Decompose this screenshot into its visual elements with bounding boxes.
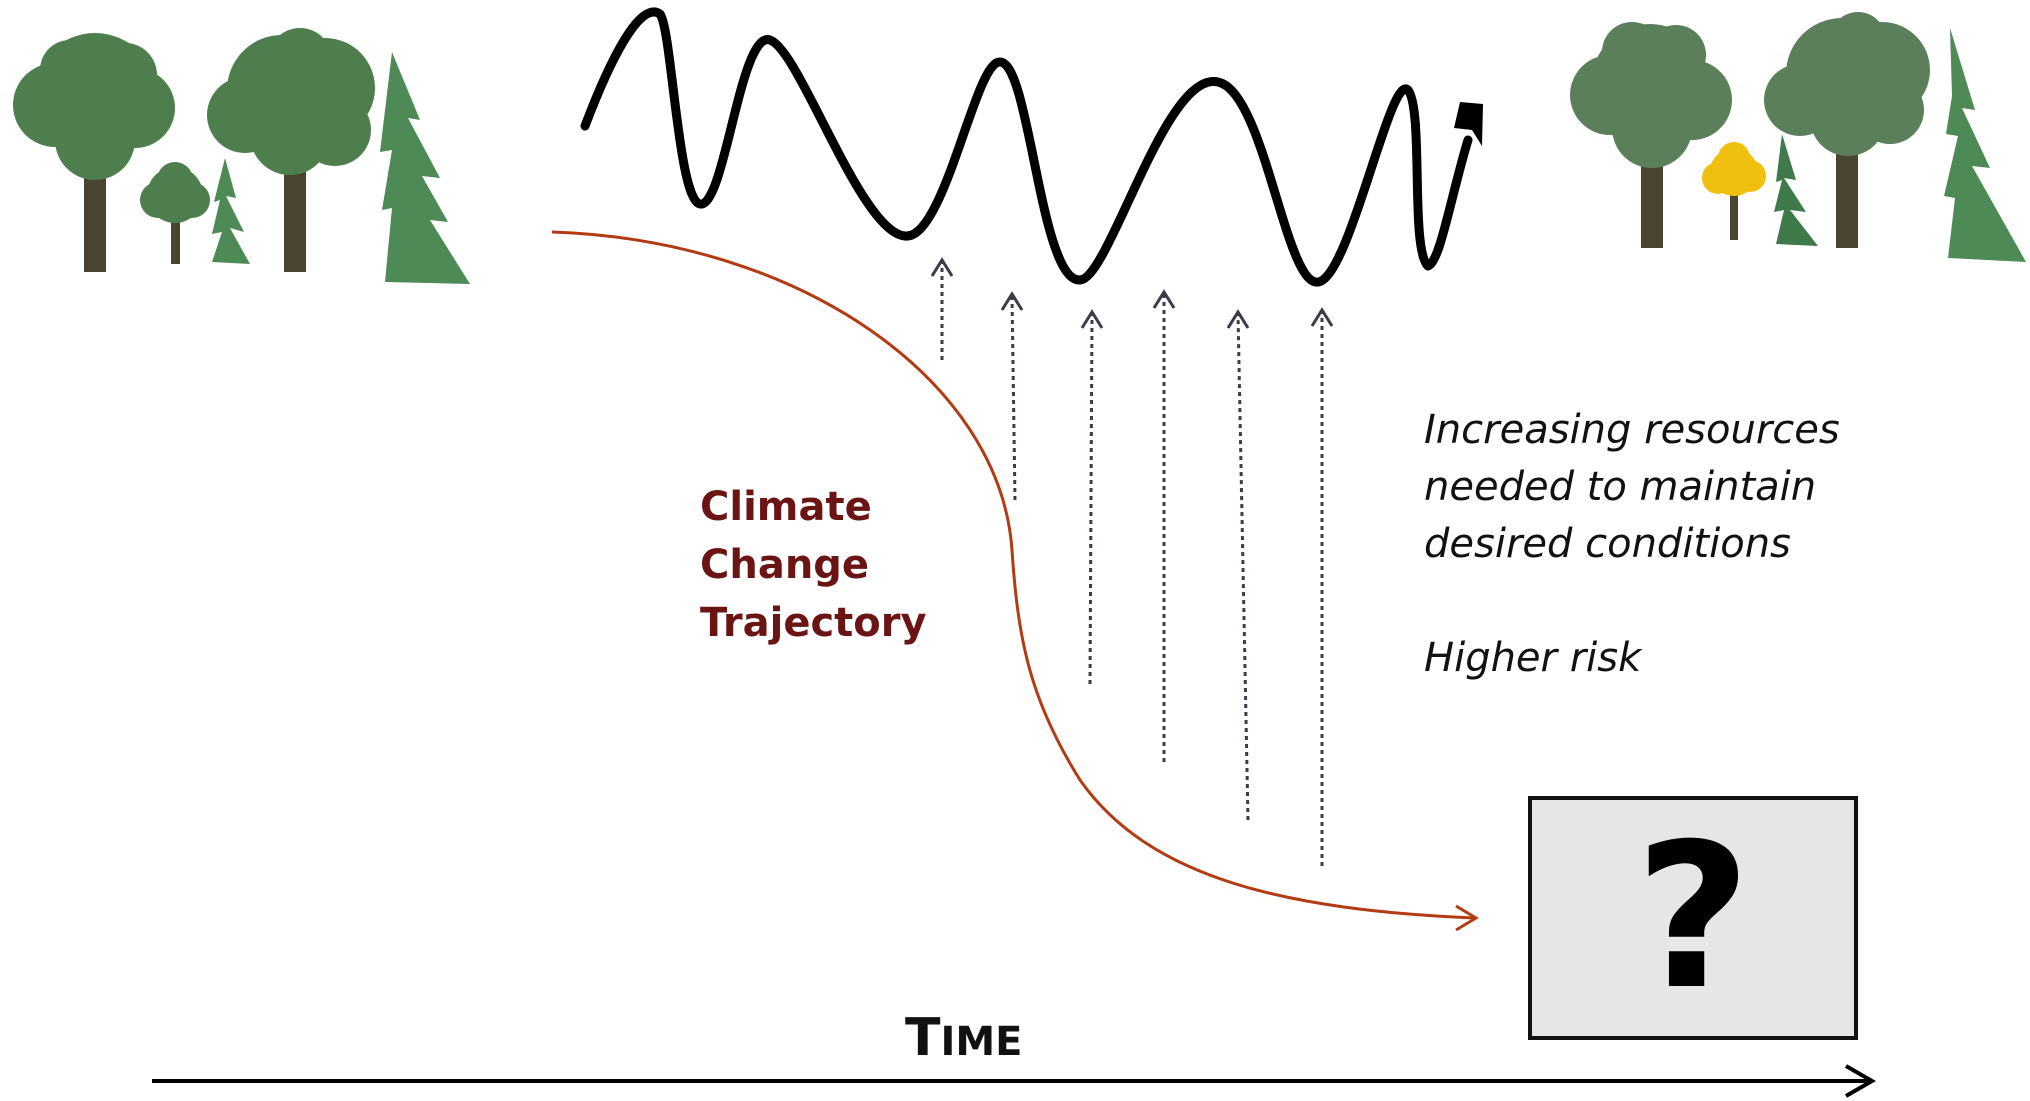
deciduous-tree-icon bbox=[1570, 22, 1732, 248]
dotted-arrow bbox=[1080, 309, 1104, 685]
left-forest-icon bbox=[13, 28, 470, 284]
climate-label-line: Change bbox=[700, 542, 870, 588]
right-forest-icon bbox=[1570, 12, 2026, 262]
dotted-arrow bbox=[1310, 307, 1334, 866]
oscillating-conditions-line bbox=[580, 7, 1473, 287]
conifer-tree-icon bbox=[380, 52, 470, 284]
deciduous-tree-icon bbox=[1764, 12, 1930, 248]
dotted-arrow bbox=[1226, 309, 1250, 821]
note-line: needed to maintain bbox=[1424, 464, 1817, 510]
small-conifer-icon bbox=[212, 158, 250, 264]
note-line: desired conditions bbox=[1424, 521, 1791, 567]
yellow-tree-icon bbox=[1702, 142, 1766, 240]
dotted-arrow bbox=[1000, 291, 1024, 501]
climate-trajectory-line bbox=[551, 230, 1475, 920]
dotted-arrow bbox=[930, 257, 954, 360]
unknown-outcome-box: ? bbox=[1528, 796, 1858, 1040]
time-axis-label: TIME bbox=[905, 1008, 1023, 1068]
management-effort-arrows bbox=[930, 257, 1334, 866]
note-line: Increasing resources bbox=[1424, 407, 1840, 453]
climate-trajectory-label: Climate Change Trajectory bbox=[700, 478, 927, 652]
time-label-rest: IME bbox=[940, 1019, 1023, 1065]
small-conifer-icon bbox=[1774, 134, 1818, 246]
time-label-initial: T bbox=[905, 1008, 941, 1068]
question-mark-icon: ? bbox=[1634, 801, 1751, 1034]
resources-note: Increasing resources needed to maintain … bbox=[1424, 402, 1840, 573]
time-arrowhead-icon bbox=[1845, 1064, 1877, 1098]
small-deciduous-tree-icon bbox=[140, 162, 210, 264]
climate-label-line: Climate bbox=[700, 484, 872, 530]
dotted-arrow bbox=[1152, 289, 1176, 762]
deciduous-tree-icon bbox=[13, 33, 175, 272]
wave-arrowhead-icon bbox=[1454, 102, 1483, 146]
time-axis bbox=[152, 1064, 1877, 1098]
climate-label-line: Trajectory bbox=[700, 600, 927, 646]
conifer-tree-icon bbox=[1944, 28, 2026, 262]
risk-note: Higher risk bbox=[1424, 635, 1642, 681]
trajectory-arrowhead-icon bbox=[1455, 904, 1479, 932]
deciduous-tree-icon bbox=[207, 28, 375, 272]
